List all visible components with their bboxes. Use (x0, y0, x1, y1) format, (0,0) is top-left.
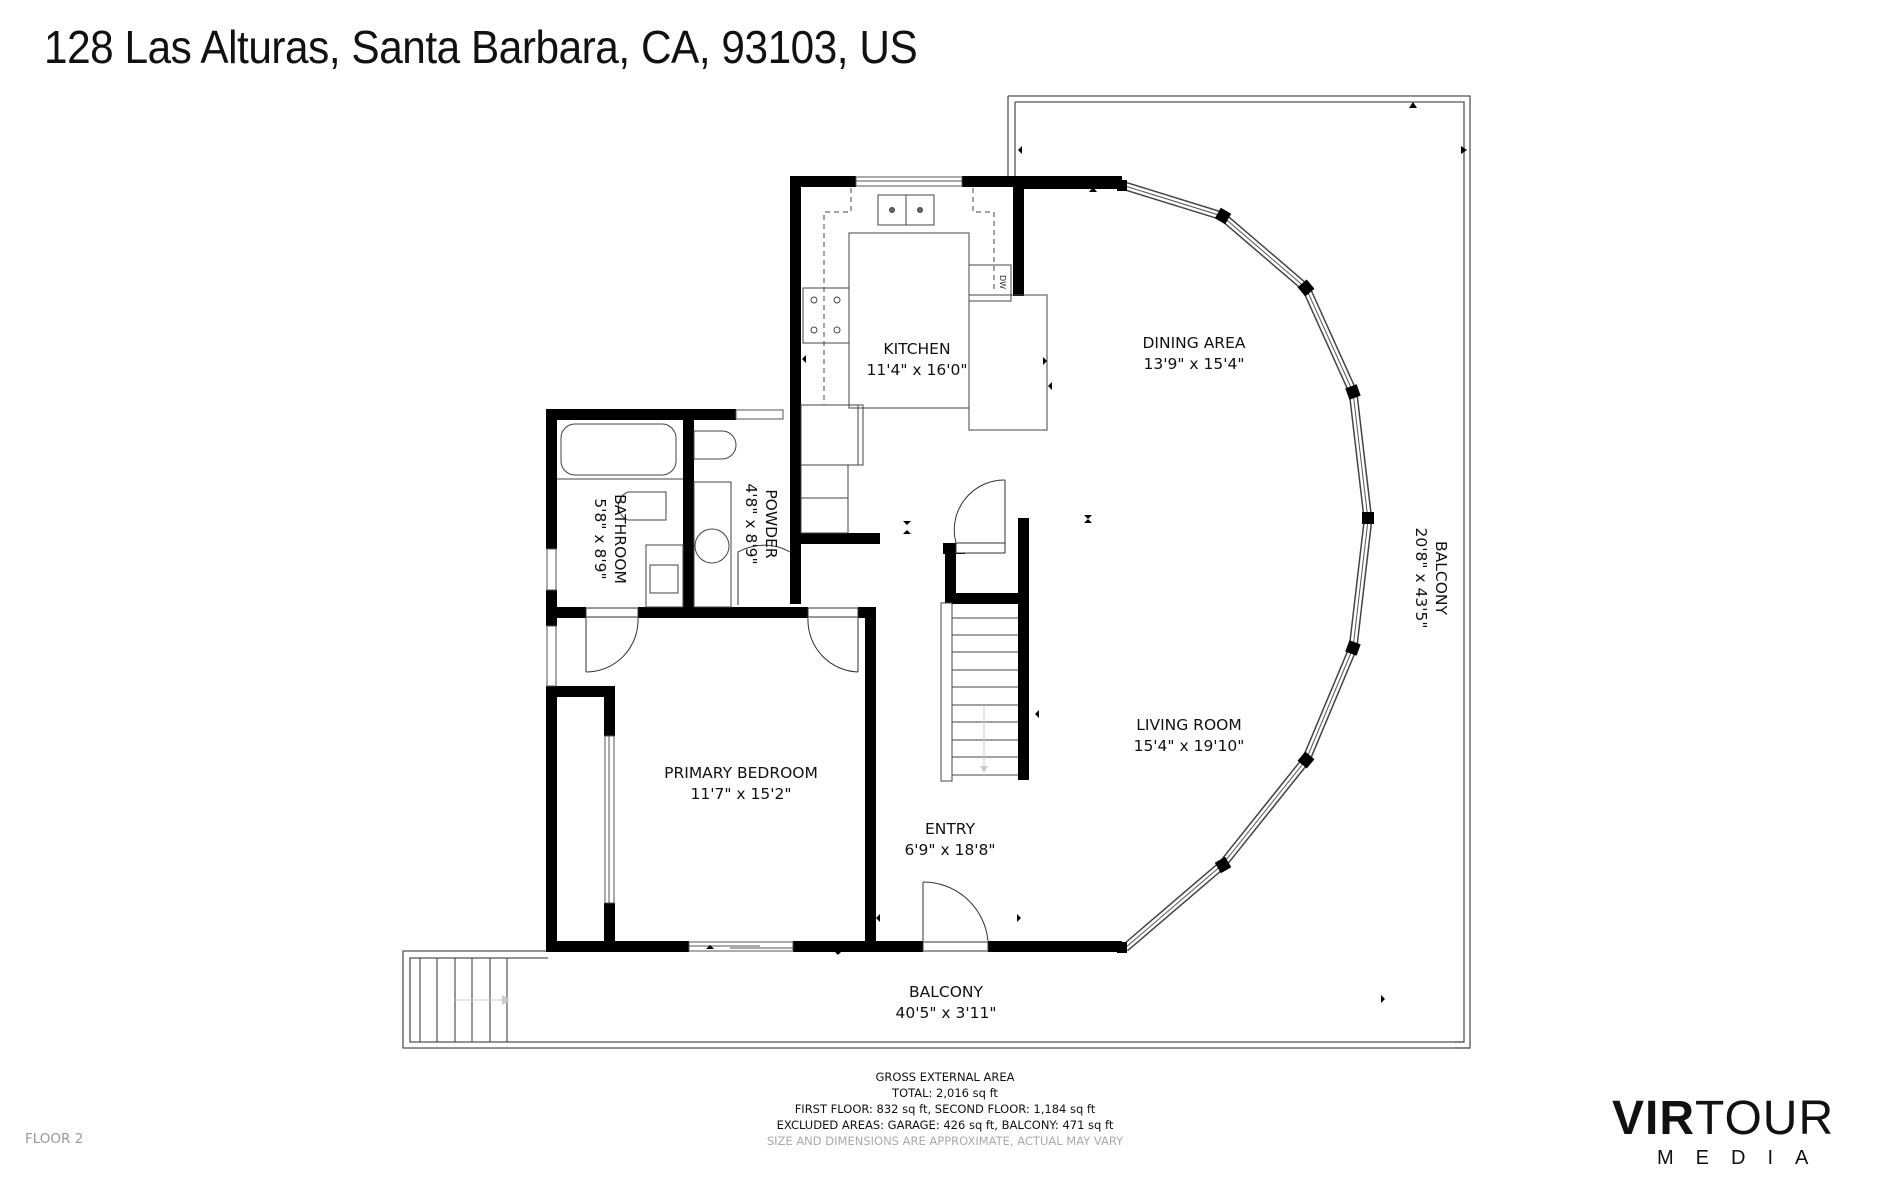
virtour-media-logo: VIRTOUR MEDIA (1612, 1095, 1882, 1175)
dining-dims: 13'9" x 15'4" (1144, 355, 1245, 373)
room-labels: KITCHEN 11'4" x 16'0" DINING AREA 13'9" … (591, 334, 1450, 1022)
kitchen-dims: 11'4" x 16'0" (867, 361, 968, 379)
balcony-south-dims: 40'5" x 3'11" (896, 1004, 997, 1022)
doors (585, 479, 1006, 952)
walls (546, 176, 1122, 952)
entry-dims: 6'9" x 18'8" (904, 841, 995, 859)
dining-label: DINING AREA (1143, 334, 1246, 352)
balcony-south-outline (402, 950, 1470, 1049)
area-heading: GROSS EXTERNAL AREA (875, 1070, 1015, 1084)
bathroom-fixtures (557, 423, 737, 608)
measurement-markers (706, 102, 1467, 1003)
area-disclaimer: SIZE AND DIMENSIONS ARE APPROXIMATE, ACT… (766, 1134, 1124, 1148)
bathroom-label: BATHROOM (611, 494, 629, 584)
balcony-east-outline (1007, 95, 1471, 1049)
bedroom-dims: 11'7" x 15'2" (691, 785, 792, 803)
kitchen-label: KITCHEN (883, 340, 950, 358)
powder-dims: 4'8" x 8'9" (742, 483, 760, 564)
bathroom-dims: 5'8" x 8'9" (591, 498, 609, 579)
curved-window-wall (1020, 179, 1374, 953)
logo-wordmark: VIRTOUR (1612, 1095, 1834, 1143)
floor-label: FLOOR 2 (25, 1131, 84, 1147)
exterior-stairs (419, 958, 510, 1042)
area-summary: GROSS EXTERNAL AREA TOTAL: 2,016 sq ft F… (695, 1069, 1195, 1149)
living-room-dims: 15'4" x 19'10" (1134, 737, 1245, 755)
bedroom-label: PRIMARY BEDROOM (664, 764, 818, 782)
dishwasher-label: DW (998, 275, 1007, 289)
kitchen-fixtures (800, 188, 1048, 534)
powder-label: POWDER (762, 489, 780, 559)
area-total: TOTAL: 2,016 sq ft (892, 1086, 998, 1100)
balcony-east-dims: 20'8" x 43'5" (1412, 528, 1430, 629)
living-room-label: LIVING ROOM (1136, 716, 1241, 734)
logo-bold: VIR (1612, 1092, 1696, 1145)
interior-stairs (940, 602, 1018, 782)
entry-label: ENTRY (925, 820, 976, 838)
logo-light: TOUR (1695, 1092, 1835, 1145)
property-address: 128 Las Alturas, Santa Barbara, CA, 9310… (44, 21, 918, 73)
logo-subtitle: MEDIA (1657, 1147, 1831, 1169)
area-floors: FIRST FLOOR: 832 sq ft, SECOND FLOOR: 1,… (794, 1102, 1096, 1116)
balcony-south-label: BALCONY (909, 983, 983, 1001)
windows (546, 176, 963, 952)
area-excluded: EXCLUDED AREAS: GARAGE: 426 sq ft, BALCO… (776, 1118, 1114, 1132)
balcony-east-label: BALCONY (1432, 541, 1450, 615)
